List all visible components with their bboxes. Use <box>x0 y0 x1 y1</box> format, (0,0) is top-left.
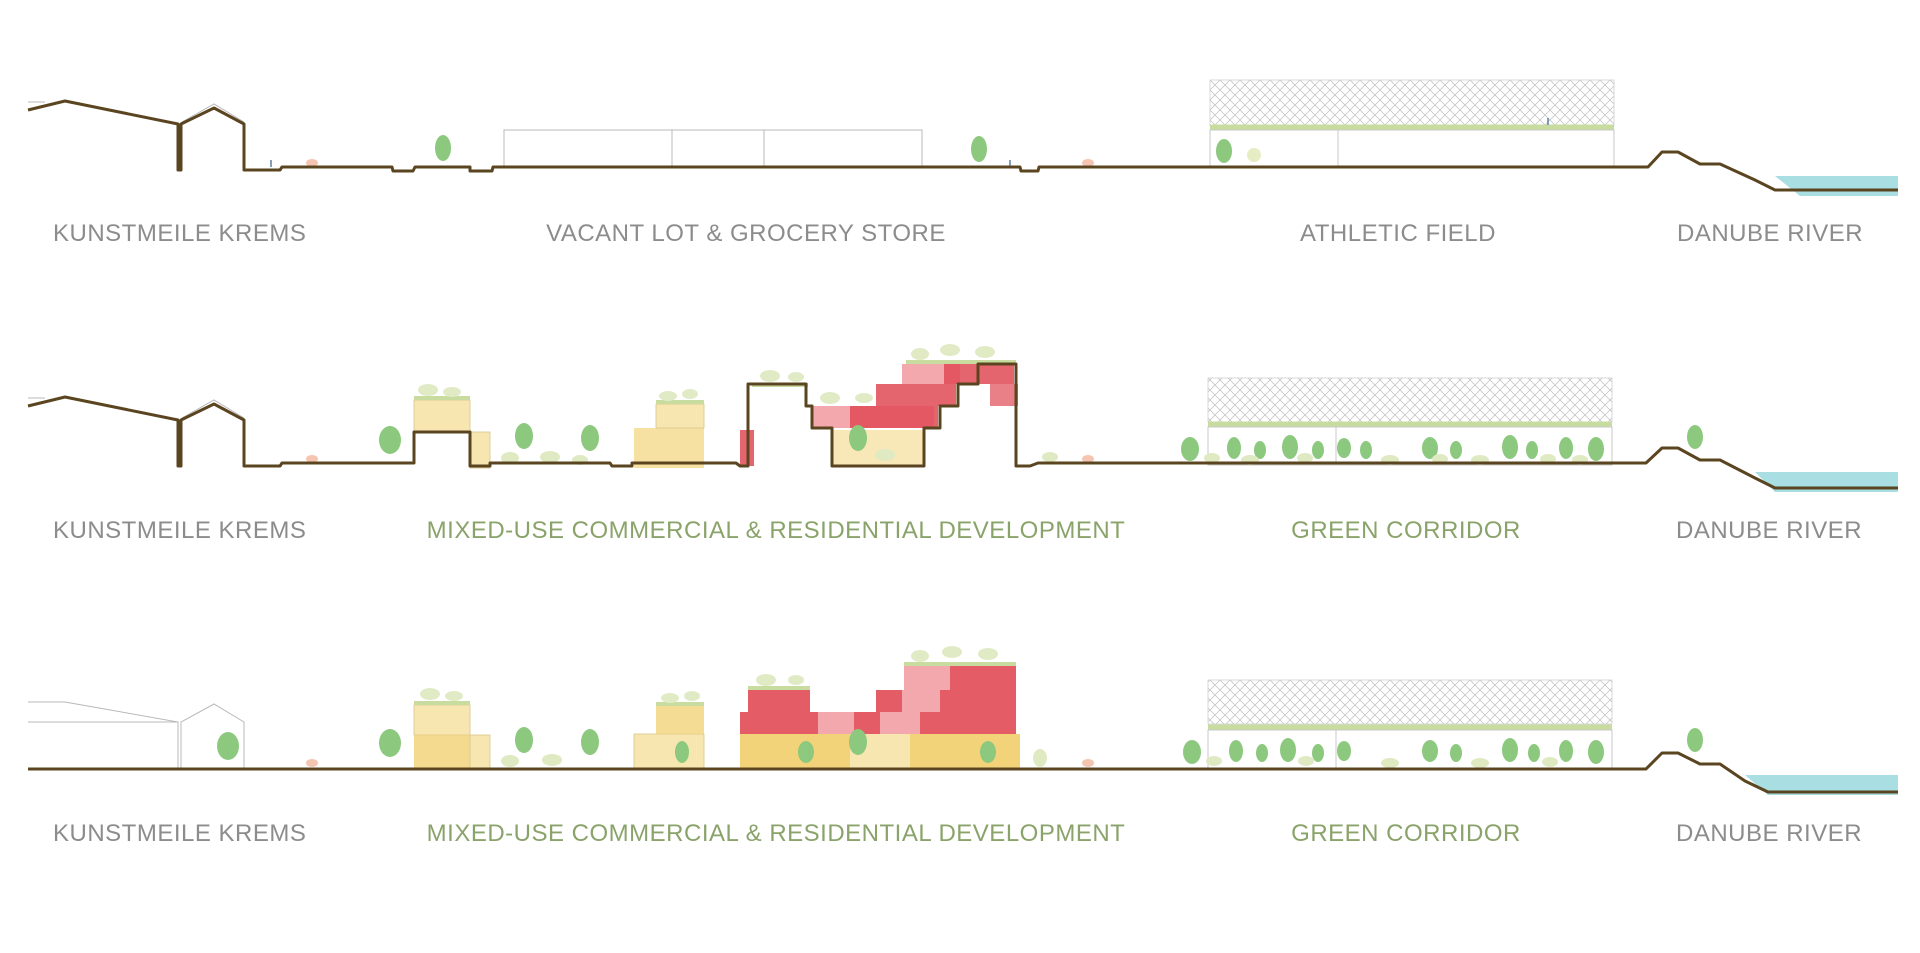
label-danube-river: DANUBE RIVER <box>1676 517 1863 544</box>
athletic-field-mesh <box>1209 79 1615 127</box>
label-green-corridor: GREEN CORRIDOR <box>1291 517 1521 544</box>
ground-line <box>28 751 1898 794</box>
label-danube-river: DANUBE RIVER <box>1676 820 1863 847</box>
tree <box>1216 139 1232 163</box>
label-kunstmeile-krems: KUNSTMEILE KREMS <box>53 820 307 847</box>
label-mixed-use-development: MIXED-USE COMMERCIAL & RESIDENTIAL DEVEL… <box>426 517 1126 544</box>
athletic-field-building <box>1209 129 1615 169</box>
section-proposed-2 <box>28 646 1898 795</box>
river-water <box>1745 775 1898 795</box>
section-proposed-1 <box>27 344 1898 492</box>
label-kunstmeile-krems: KUNSTMEILE KREMS <box>53 220 307 247</box>
grocery-store-outline <box>503 129 923 169</box>
section-existing <box>27 79 1898 196</box>
green-corridor-mesh <box>1207 679 1613 725</box>
label-mixed-use-development: MIXED-USE COMMERCIAL & RESIDENTIAL DEVEL… <box>426 820 1126 847</box>
label-vacant-lot-grocery: VACANT LOT & GROCERY STORE <box>546 220 946 247</box>
label-kunstmeile-krems: KUNSTMEILE KREMS <box>53 517 307 544</box>
ground-line <box>27 362 1898 490</box>
label-athletic-field: ATHLETIC FIELD <box>1300 220 1496 247</box>
ground-line <box>27 99 1898 192</box>
tree <box>971 136 987 162</box>
label-green-corridor: GREEN CORRIDOR <box>1291 820 1521 847</box>
label-danube-river: DANUBE RIVER <box>1677 220 1864 247</box>
tree <box>435 135 451 161</box>
green-corridor-mesh <box>1207 377 1613 423</box>
river-water <box>1775 176 1898 196</box>
shrub <box>1247 148 1261 162</box>
